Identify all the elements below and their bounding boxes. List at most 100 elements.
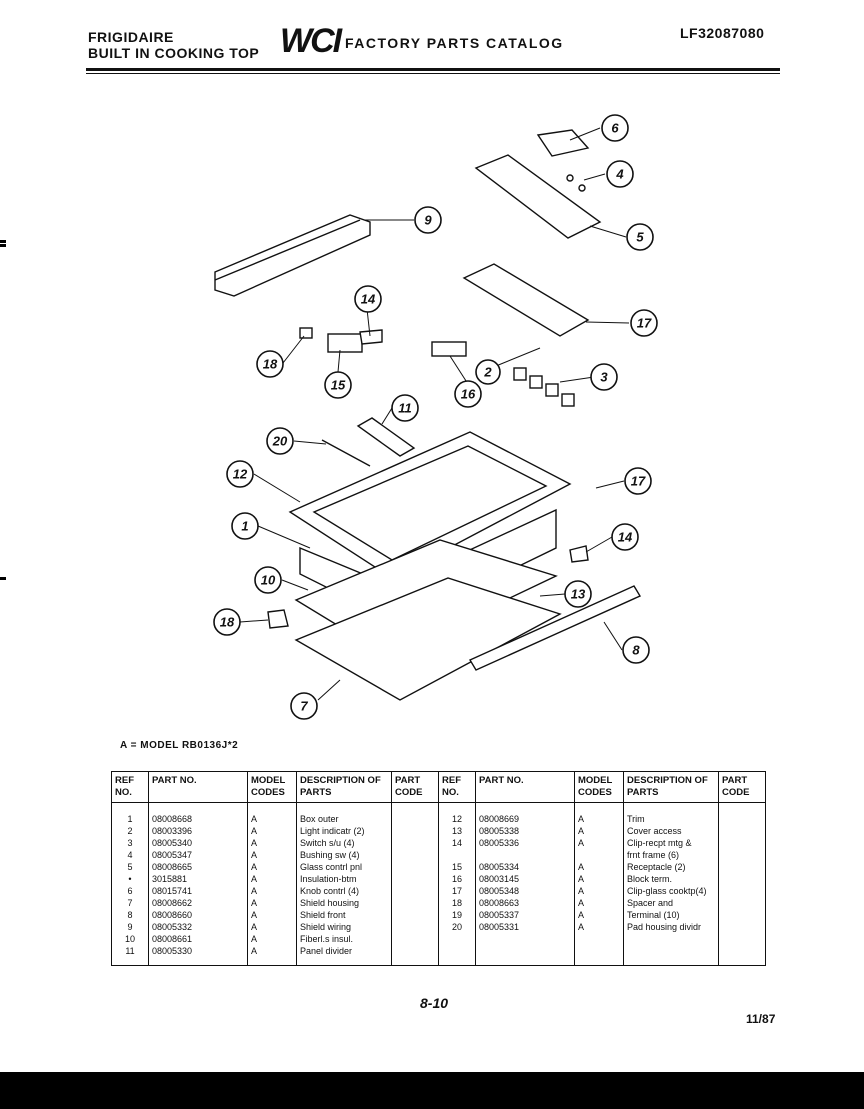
cell-model-code: A [247,897,297,909]
page-number: 8-10 [420,995,449,1011]
callout-9: 9 [414,206,442,234]
cell-model-code: A [247,945,297,966]
document-number: LF32087080 [680,25,765,41]
cell-ref-no: 4 [111,849,149,861]
callout-1: 1 [231,512,259,540]
callout-7: 7 [290,692,318,720]
cell-part-code [718,945,766,966]
cell-description: Light indicatr (2) [296,825,392,837]
cell-ref-no: • [111,873,149,885]
svg-text:4: 4 [615,167,624,182]
svg-text:12: 12 [233,467,248,482]
cell-part-no: 08003145 [475,873,575,885]
svg-text:14: 14 [361,292,376,307]
callout-leaders [239,127,630,701]
cell-model-code: A [574,921,624,933]
col-part-code: PART CODE [391,771,439,803]
callout-15: 15 [324,371,352,399]
exploded-parts-diagram: 6 4 5 9 14 17 18 15 16 2 3 11 20 12 17 1… [213,114,658,720]
cell-part-code [718,802,766,825]
cell-model-code: A [574,825,624,837]
callout-3: 3 [590,363,618,391]
svg-text:6: 6 [611,121,619,136]
cell-part-no: 08005336 [475,837,575,849]
svg-text:2: 2 [483,365,492,380]
cell-description: Bushing sw (4) [296,849,392,861]
cell-part-no: 08008668 [148,802,248,825]
cell-part-code [718,909,766,921]
col-part-no: PART NO. [148,771,248,803]
cell-description: Switch s/u (4) [296,837,392,849]
col-part-no: PART NO. [475,771,575,803]
cell-ref-no [438,849,476,861]
cell-model-code: A [247,837,297,849]
cell-ref-no: 10 [111,933,149,945]
svg-text:10: 10 [261,573,276,588]
cell-ref-no: 14 [438,837,476,849]
cell-ref-no: 6 [111,885,149,897]
cell-ref-no: 8 [111,909,149,921]
callout-6: 6 [601,114,629,142]
callout-14: 14 [354,285,382,313]
cell-description: Panel divider [296,945,392,966]
cell-description: Trim [623,802,719,825]
cell-part-code [718,921,766,933]
cell-part-no: 08008665 [148,861,248,873]
svg-text:15: 15 [331,378,346,393]
cell-part-code [391,849,439,861]
cell-description: Insulation-btm [296,873,392,885]
cell-description [623,945,719,966]
shield-front [468,585,642,671]
cell-part-code [718,933,766,945]
cell-ref-no: 1 [111,802,149,825]
col-ref-no: REF NO. [111,771,149,803]
cell-model-code: A [247,873,297,885]
cell-description: Glass contrl pnl [296,861,392,873]
shield-wiring [214,214,371,297]
cell-model-code: A [247,861,297,873]
callout-16: 16 [454,380,482,408]
svg-text:9: 9 [424,213,432,228]
bushing [578,184,586,192]
cell-part-no: 08005332 [148,921,248,933]
cell-part-code [391,909,439,921]
callout-12: 12 [226,460,254,488]
cell-ref-no: 20 [438,921,476,933]
svg-text:8: 8 [632,643,640,658]
cell-description: Box outer [296,802,392,825]
svg-text:14: 14 [618,530,633,545]
cell-description: Block term. [623,873,719,885]
terminal-block [431,341,467,357]
cell-ref-no: 13 [438,825,476,837]
cell-description: Receptacle (2) [623,861,719,873]
cell-part-code [718,825,766,837]
col-ref-no: REF NO. [438,771,476,803]
callout-14b: 14 [611,523,639,551]
clip-recpt-lower [569,545,589,563]
svg-text:17: 17 [631,474,646,489]
header-brand-block: FRIGIDAIRE BUILT IN COOKING TOP [88,29,259,61]
col-part-code: PART CODE [718,771,766,803]
svg-text:3: 3 [600,370,608,385]
cell-ref-no: 11 [111,945,149,966]
cell-part-no: 08005348 [475,885,575,897]
cell-part-code [718,849,766,861]
cell-part-no: 3015881 [148,873,248,885]
cell-part-no: 08008662 [148,897,248,909]
cell-description: Shield housing [296,897,392,909]
parts-drawing [214,129,642,701]
brand-name: FRIGIDAIRE [88,29,174,45]
clip-recpt [359,329,383,345]
cell-ref-no: 7 [111,897,149,909]
shield-edge [214,219,361,281]
cell-model-code: A [247,825,297,837]
callout-20: 20 [266,427,294,455]
